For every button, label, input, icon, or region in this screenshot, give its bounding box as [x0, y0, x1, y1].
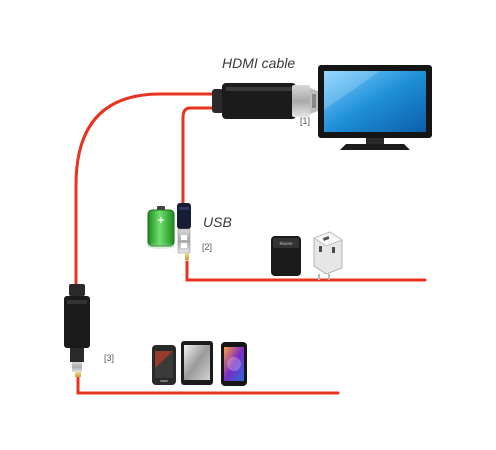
smartphone-icon: [221, 342, 247, 386]
cable-to-usb-plug: [181, 106, 218, 207]
smartphone-icon: [152, 345, 176, 385]
monitor-icon: [318, 65, 432, 150]
svg-text:+: +: [157, 215, 165, 226]
tablet-icon: [181, 341, 213, 385]
cable-usb-to-chargers: [185, 260, 427, 282]
power-bank-icon: Hoone: [271, 236, 301, 276]
svg-text:Hoone: Hoone: [280, 241, 293, 246]
marker-3-label: [3]: [104, 353, 115, 363]
usb-plug: [177, 203, 191, 260]
battery-icon: +: [147, 206, 175, 249]
hdmi-connector: [212, 83, 318, 119]
usb-label: USB: [203, 214, 232, 230]
hdmi-cable-label: HDMI cable: [222, 55, 296, 71]
micro-usb-connector: [64, 284, 90, 377]
red-cables: [74, 92, 427, 395]
wall-charger-icon: [313, 231, 343, 280]
marker-1-label: [1]: [300, 116, 311, 126]
marker-2-label: [2]: [202, 242, 213, 252]
cable-hdmi-to-micro-usb: [74, 92, 218, 292]
cable-micro-usb-to-devices: [76, 376, 340, 395]
